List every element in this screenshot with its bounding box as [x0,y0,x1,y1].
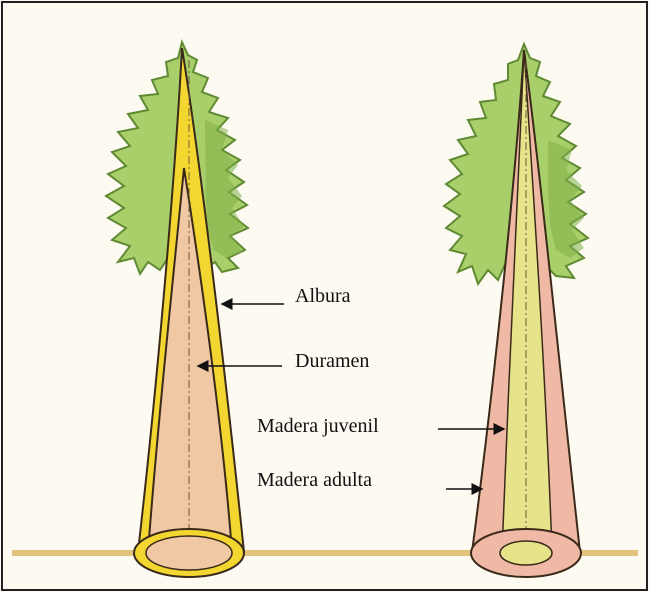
label-albura: Albura [295,285,351,307]
left-base-inner [146,536,232,570]
right-base-inner [500,541,552,565]
label-madera-juvenil: Madera juvenil [257,415,379,437]
label-duramen: Duramen [295,350,369,372]
label-madera-adulta: Madera adulta [257,469,372,491]
